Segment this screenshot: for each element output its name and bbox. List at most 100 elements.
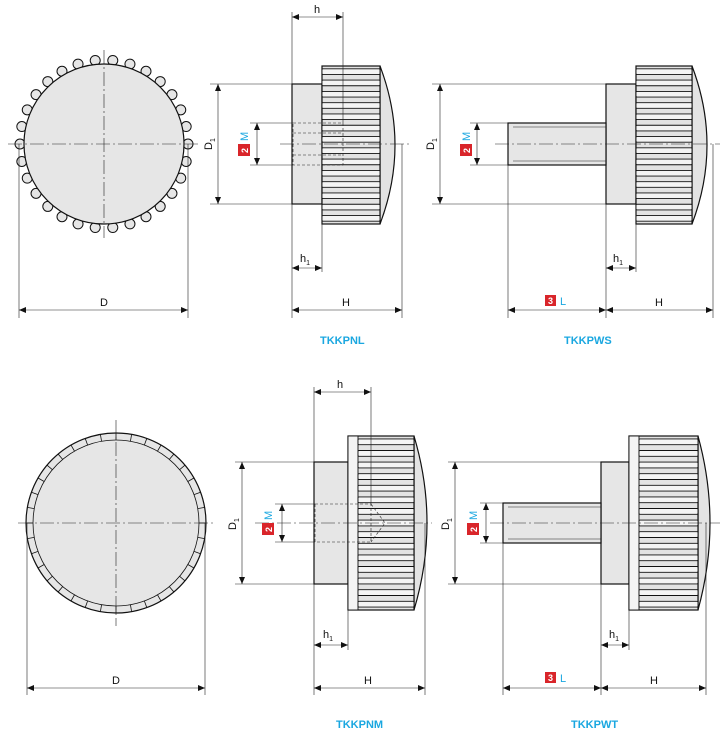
rib [635, 136, 693, 143]
caption-tkkpnl: TKKPNL [320, 335, 365, 347]
rib [321, 147, 381, 154]
rib [635, 181, 693, 188]
rib [357, 531, 415, 538]
rib [321, 158, 381, 166]
svg-text:D1: D1 [203, 138, 217, 150]
flute-line [197, 537, 205, 540]
top-front-view: D [8, 50, 198, 318]
rib [321, 203, 381, 211]
flute-line [193, 491, 201, 495]
caption-tkkpws: TKKPWS [564, 335, 612, 347]
rib [635, 102, 693, 109]
rib [635, 68, 693, 75]
caption-tkkpwt: TKKPWT [571, 719, 618, 731]
tkkpws-side-view: D1 2 M h1 3 L H TKKPWS [425, 65, 720, 347]
svg-text:M: M [263, 511, 275, 520]
svg-text:M: M [461, 132, 473, 141]
rib [638, 473, 699, 480]
svg-text:H: H [364, 675, 372, 687]
svg-text:L: L [560, 673, 566, 685]
svg-text:H: H [650, 675, 658, 687]
rib [357, 542, 415, 550]
rib [321, 90, 381, 98]
flute-line [179, 576, 186, 582]
svg-text:H: H [342, 297, 350, 309]
rib [357, 577, 415, 585]
flute-line [197, 506, 205, 509]
flute-line [130, 434, 133, 442]
flute-line [31, 551, 39, 555]
bottom-front-view: D [18, 420, 214, 695]
flute-line [144, 438, 148, 446]
rib [635, 169, 693, 177]
ribs [321, 68, 381, 222]
svg-text:h1: h1 [323, 629, 333, 643]
ribs [357, 438, 415, 608]
svg-text:2: 2 [462, 148, 472, 153]
rib [638, 508, 699, 515]
ribs [635, 68, 693, 222]
flute-line [84, 600, 88, 608]
svg-text:h: h [314, 4, 320, 16]
rib [635, 90, 693, 98]
svg-text:h1: h1 [613, 253, 623, 267]
rib [638, 531, 699, 538]
svg-text:3: 3 [548, 296, 553, 306]
rib [638, 589, 699, 596]
rib [321, 192, 381, 200]
svg-text:3: 3 [548, 673, 553, 683]
rib [357, 450, 415, 457]
flute-line [46, 464, 53, 470]
flute-line [70, 444, 75, 452]
flute-line [46, 576, 53, 582]
rib [321, 169, 381, 177]
flute-line [187, 477, 195, 482]
rib [638, 566, 699, 573]
rib [321, 68, 381, 75]
rib [357, 496, 415, 504]
dim-D-top: D [100, 297, 108, 309]
svg-text:2: 2 [240, 148, 250, 153]
svg-text:M: M [468, 511, 480, 520]
svg-text:H: H [655, 297, 663, 309]
flute-line [169, 586, 175, 593]
flute-line [57, 453, 63, 460]
rib [635, 147, 693, 154]
rib [321, 136, 381, 143]
rib [638, 554, 699, 562]
rib [638, 450, 699, 457]
rib [638, 438, 699, 446]
flute-line [84, 438, 88, 446]
rib [635, 113, 693, 121]
flute-line [187, 564, 195, 569]
rib [638, 577, 699, 585]
rib [635, 215, 693, 222]
rib [321, 79, 381, 87]
flute-line [37, 564, 45, 569]
caption-tkkpnm: TKKPNM [336, 719, 383, 731]
svg-text:h1: h1 [609, 629, 619, 643]
svg-text:2: 2 [469, 527, 479, 532]
svg-text:D1: D1 [425, 138, 439, 150]
rib [357, 589, 415, 596]
flute-line [193, 551, 201, 555]
rib [357, 600, 415, 608]
flute-line [27, 506, 35, 509]
flute-line [57, 586, 63, 593]
rib [357, 461, 415, 469]
rib [635, 192, 693, 200]
flute-line [99, 604, 102, 612]
flute-line [169, 453, 175, 460]
rib [357, 484, 415, 492]
rib [357, 554, 415, 562]
flutes [26, 433, 206, 613]
rib [638, 542, 699, 550]
svg-text:h1: h1 [300, 253, 310, 267]
svg-text:D1: D1 [440, 518, 454, 530]
flute-line [157, 594, 162, 602]
svg-text:h: h [337, 379, 343, 391]
rib [638, 600, 699, 608]
tkkpnm-side-view: D1 2 M h h1 H TKKPNM [227, 379, 432, 731]
rib [635, 79, 693, 87]
rib [635, 124, 693, 132]
